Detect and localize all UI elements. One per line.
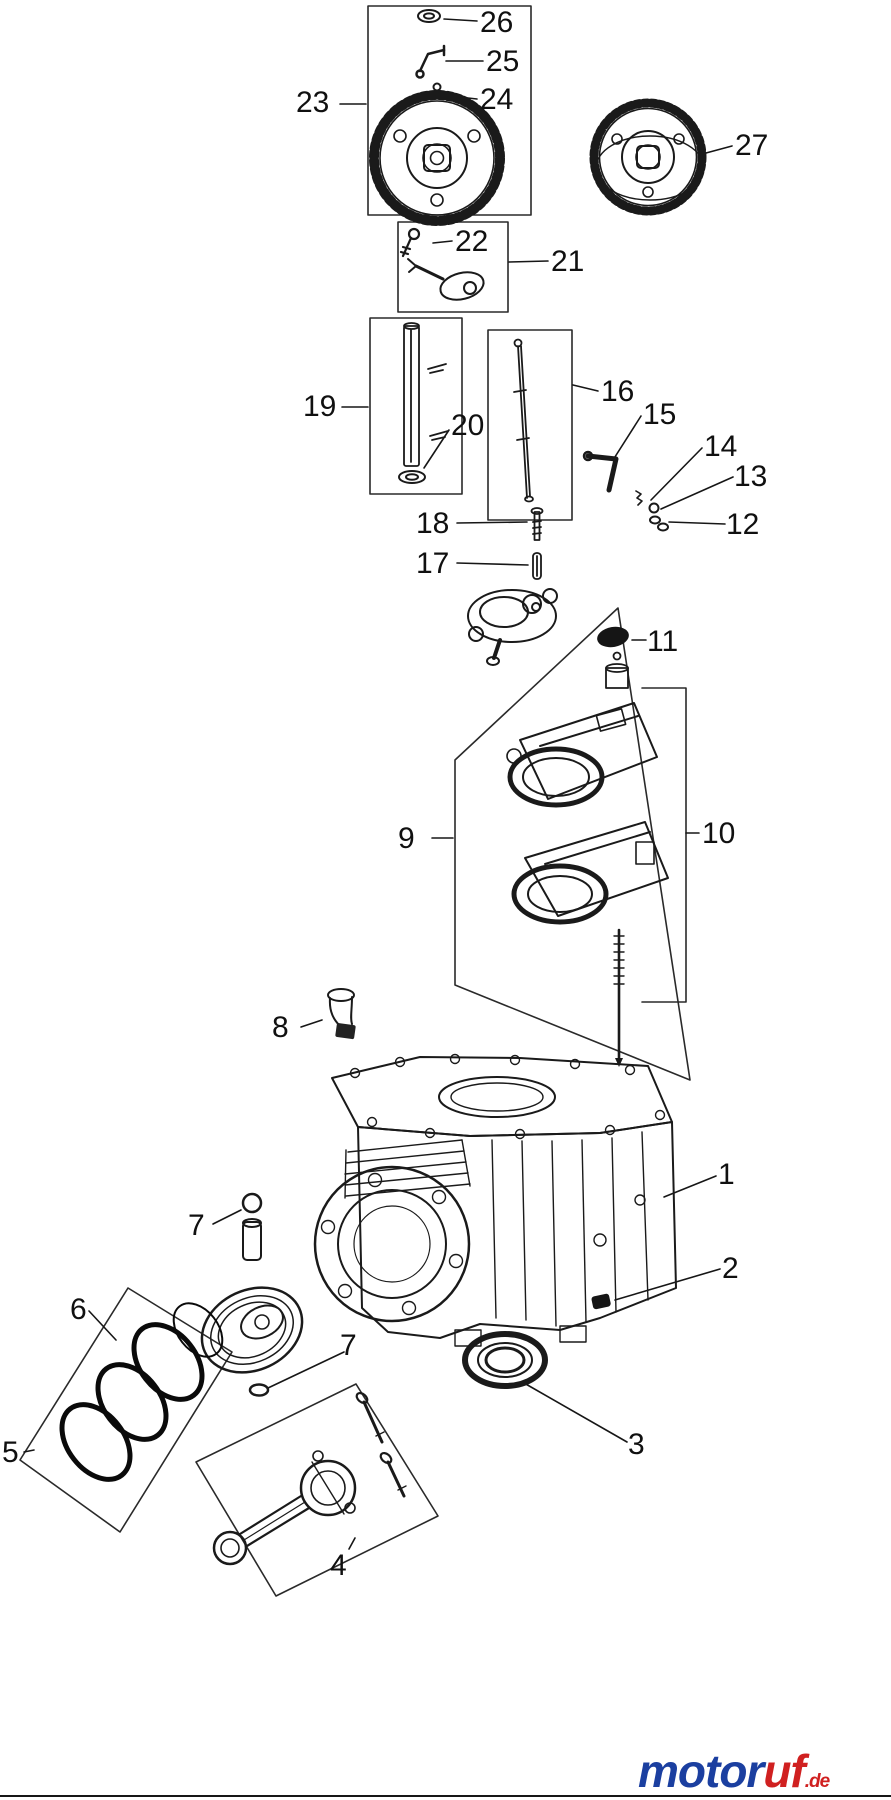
callout-11: 11 (647, 625, 679, 658)
callout-3: 3 (628, 1428, 645, 1461)
bolt-part-18 (530, 507, 544, 541)
rings-part-12 (649, 515, 669, 532)
dowel-pin (242, 1218, 262, 1261)
counterweight-gear (589, 98, 707, 216)
governor-bolt-22 (399, 227, 421, 258)
callout-6: 6 (70, 1293, 87, 1326)
box-connecting-rod-4 (195, 1383, 439, 1597)
spring-part-14 (635, 490, 643, 506)
push-rod-tube-19 (403, 322, 449, 467)
stud-collar-10 (605, 651, 629, 689)
bottom-border-line (0, 1795, 891, 1797)
crank-lever-part-25 (415, 44, 446, 79)
callout-20: 20 (451, 409, 485, 442)
breather-housing-upper (506, 702, 658, 808)
callout-5: 5 (2, 1436, 19, 1469)
callout-10: 10 (702, 817, 736, 850)
callout-19: 19 (303, 390, 337, 423)
breather-housing-lower (511, 821, 669, 925)
callout-1: 1 (718, 1158, 735, 1191)
callout-2: 2 (722, 1252, 739, 1285)
callout-7a: 7 (188, 1209, 205, 1242)
callout-12: 12 (726, 508, 760, 541)
callout-8: 8 (272, 1011, 289, 1044)
piston (200, 1286, 304, 1374)
callout-13: 13 (734, 460, 768, 493)
pin-part-17 (532, 552, 542, 580)
piston-ring-set (59, 1302, 224, 1482)
motoruf-logo: motoruf.de (638, 1744, 830, 1798)
camshaft-gear (369, 90, 505, 226)
callout-14: 14 (704, 430, 738, 463)
oil-fill-tube-8 (327, 988, 356, 1040)
crankcase (313, 1053, 677, 1347)
connecting-rod (212, 1391, 407, 1566)
pipe-plug-2 (591, 1293, 611, 1310)
washer-part-20 (398, 470, 426, 484)
cap-part-11 (597, 626, 629, 648)
callout-17: 17 (416, 547, 450, 580)
callout-16: 16 (601, 375, 635, 408)
logo-text-red: uf (763, 1745, 805, 1797)
washer-part-26 (417, 9, 441, 23)
bracket-group-10 (641, 687, 687, 1003)
callout-27: 27 (735, 129, 769, 162)
callout-4: 4 (330, 1549, 347, 1582)
logo-tld: .de (804, 1771, 830, 1792)
callout-9: 9 (398, 822, 415, 855)
callout-21: 21 (551, 245, 585, 278)
box-ring-set-5 (19, 1287, 233, 1533)
governor-arm-21 (407, 258, 485, 301)
oil-seal-3 (462, 1331, 548, 1389)
o-ring-7b (248, 1383, 270, 1397)
callout-26: 26 (480, 6, 514, 39)
logo-text-blue: motor (638, 1745, 764, 1797)
region-breather-group-9 (454, 607, 691, 1081)
bent-tube-15 (582, 450, 619, 493)
oil-pump-rotor (467, 588, 558, 666)
dipstick-rod-16 (513, 338, 534, 503)
long-stud-bolt (613, 928, 625, 1067)
o-ring-7a (241, 1192, 263, 1214)
callout-7b: 7 (340, 1329, 357, 1362)
callout-24: 24 (480, 83, 514, 116)
callout-15: 15 (643, 398, 677, 431)
callout-18: 18 (416, 507, 450, 540)
box-tube-group-19 (369, 317, 463, 495)
washer-part-13 (648, 502, 660, 514)
callout-25: 25 (486, 45, 520, 78)
callout-22: 22 (455, 225, 489, 258)
callout-23: 23 (296, 86, 330, 119)
box-rod-group-16 (487, 329, 573, 521)
